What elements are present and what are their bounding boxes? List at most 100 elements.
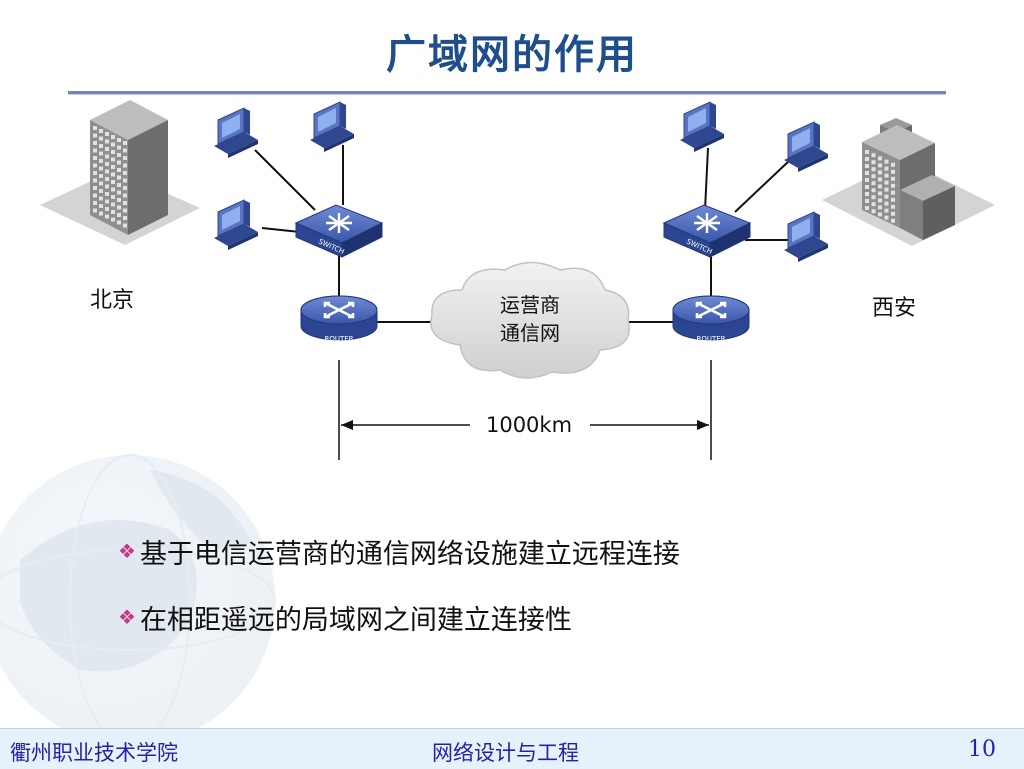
building-window [878,170,882,175]
building-window [105,139,109,144]
building-window [878,163,882,168]
building-window [878,198,882,203]
building-window [111,150,115,154]
building-window [111,135,115,139]
building-window [93,201,97,205]
building-window [871,153,876,158]
building-window [891,197,895,202]
building-window [111,172,115,177]
xian-pc-icon [679,101,725,153]
building-window [105,207,109,211]
bullet-list: ❖ 基于电信运营商的通信网络设施建立远程连接 ❖ 在相距遥远的局域网之间建立连接… [118,532,680,664]
building-window [884,194,889,199]
building-window [123,201,127,205]
building-window [123,208,127,213]
building-window [865,157,869,161]
building-window [123,216,127,220]
building-window [123,156,127,160]
connection-lines [254,145,791,323]
cloud-label-line2: 通信网 [500,321,560,345]
building-window [884,215,889,220]
building-window [865,178,869,182]
building-window [123,141,127,145]
building-window [865,199,869,203]
carrier-network-cloud-icon [430,261,630,379]
bullet-item: ❖ 在相距遥远的局域网之间建立连接性 [118,598,680,636]
building-window [891,204,895,209]
distance-label: 1000km [486,413,572,437]
building-window [99,166,103,171]
building-window [105,199,109,204]
building-window [117,190,121,195]
building-window [111,195,115,199]
building-window [105,177,109,181]
building-window [117,183,121,187]
building-window [117,160,121,165]
building-window [93,208,97,213]
building-window [878,184,882,189]
beijing-pc-icon [213,107,259,159]
building-window [93,126,97,130]
diamond-bullet-icon: ❖ [118,605,136,629]
building-window [123,186,127,190]
building-window [105,147,109,151]
footer-bar: 衢州职业技术学院 网络设计与工程 10 [0,728,1024,769]
building-window [105,154,109,159]
building-window [871,195,876,200]
building-window [93,141,97,145]
building-window [871,188,876,193]
bullet-item: ❖ 基于电信运营商的通信网络设施建立远程连接 [118,532,680,570]
building-window [99,159,103,163]
building-window [105,132,109,136]
arrow-right-icon [697,420,709,430]
building-window [871,202,876,207]
building-window [871,174,876,179]
diamond-bullet-icon: ❖ [118,539,136,563]
footer-page-number: 10 [968,737,996,762]
building-window [884,208,889,213]
building-window [884,166,889,171]
beijing-building-icon [40,100,200,245]
building-window [878,212,882,217]
cloud-label-line1: 运营商 [500,293,560,317]
building-window [884,180,889,185]
building-window [891,176,895,181]
building-window [93,163,97,168]
building-window [105,192,109,196]
building-window [105,214,109,219]
building-window [93,171,97,175]
building-window [123,223,127,228]
building-window [123,178,127,183]
building-window [99,144,103,148]
xian-router-icon [671,294,751,342]
building-window [884,201,889,206]
building-window [884,173,889,178]
building-window [105,184,109,189]
building-window [111,142,115,147]
building-window [865,206,869,210]
city-label-beijing: 北京 [90,288,135,313]
building-window [111,157,115,162]
building-window [891,190,895,195]
building-window [865,192,869,196]
building-window [878,156,882,161]
building-window [93,178,97,183]
building-window [111,180,115,184]
building-window [111,210,115,214]
building-window [123,163,127,168]
footer-school: 衢州职业技术学院 [10,741,178,765]
router-label: ROUTER [696,335,725,343]
building-window [99,204,103,208]
building-window [878,191,882,196]
building-window [99,211,103,216]
building-window [117,213,121,217]
building-window [117,138,121,142]
building-window [111,165,115,169]
city-label-xian: 西安 [872,296,917,321]
building-window [99,181,103,186]
building-window [117,175,121,180]
building-window [871,167,876,172]
building-window [105,169,109,174]
building-window [99,129,103,133]
building-window [93,193,97,198]
